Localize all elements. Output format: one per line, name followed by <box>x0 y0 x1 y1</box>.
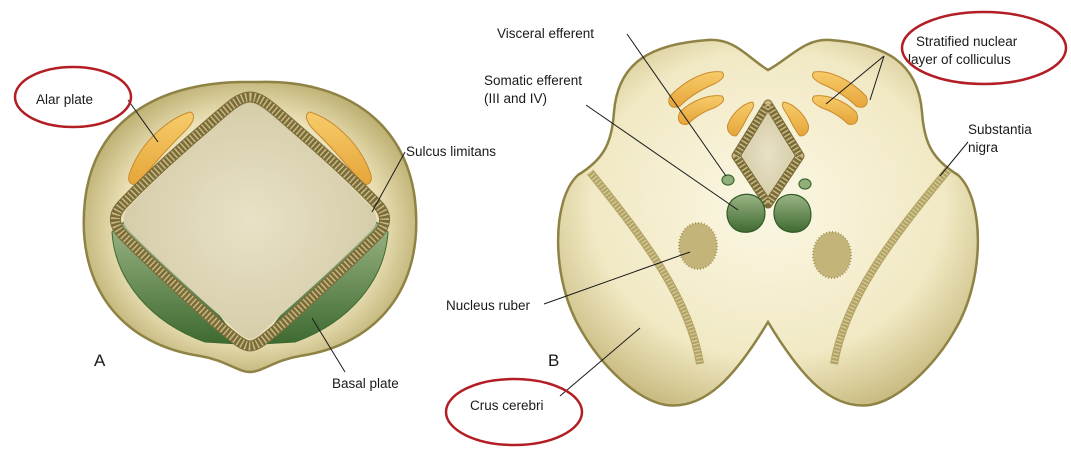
somatic-efferent-label-line2: (III and IV) <box>484 91 547 106</box>
panel-a-letter: A <box>94 351 106 370</box>
stratified-label-line2: layer of colliculus <box>908 52 1011 67</box>
somatic-efferent-nucleus-right <box>774 194 811 232</box>
basal-plate-label: Basal plate <box>332 376 399 391</box>
panel-b-outer-outline <box>558 40 978 406</box>
alar-plate-label: Alar plate <box>36 92 93 107</box>
somatic-efferent-label-line1: Somatic efferent <box>484 73 582 88</box>
panel-a: Alar plate Sulcus limitans Basal plate A <box>15 67 496 391</box>
somatic-efferent-nucleus-left <box>727 194 765 232</box>
stratified-label-line1: Stratified nuclear <box>916 34 1018 49</box>
visceral-efferent-nucleus-left <box>722 175 734 185</box>
panel-b: Visceral efferent Somatic efferent (III … <box>446 12 1066 445</box>
visceral-efferent-nucleus-right <box>799 179 811 189</box>
nucleus-ruber-label: Nucleus ruber <box>446 298 531 313</box>
crus-cerebri-label: Crus cerebri <box>470 398 544 413</box>
panel-b-letter: B <box>548 351 559 370</box>
visceral-efferent-label: Visceral efferent <box>497 26 594 41</box>
substantia-nigra-leader <box>940 142 968 176</box>
substantia-nigra-label-line1: Substantia <box>968 122 1032 137</box>
sulcus-limitans-label: Sulcus limitans <box>406 144 496 159</box>
substantia-nigra-label-line2: nigra <box>968 140 999 155</box>
